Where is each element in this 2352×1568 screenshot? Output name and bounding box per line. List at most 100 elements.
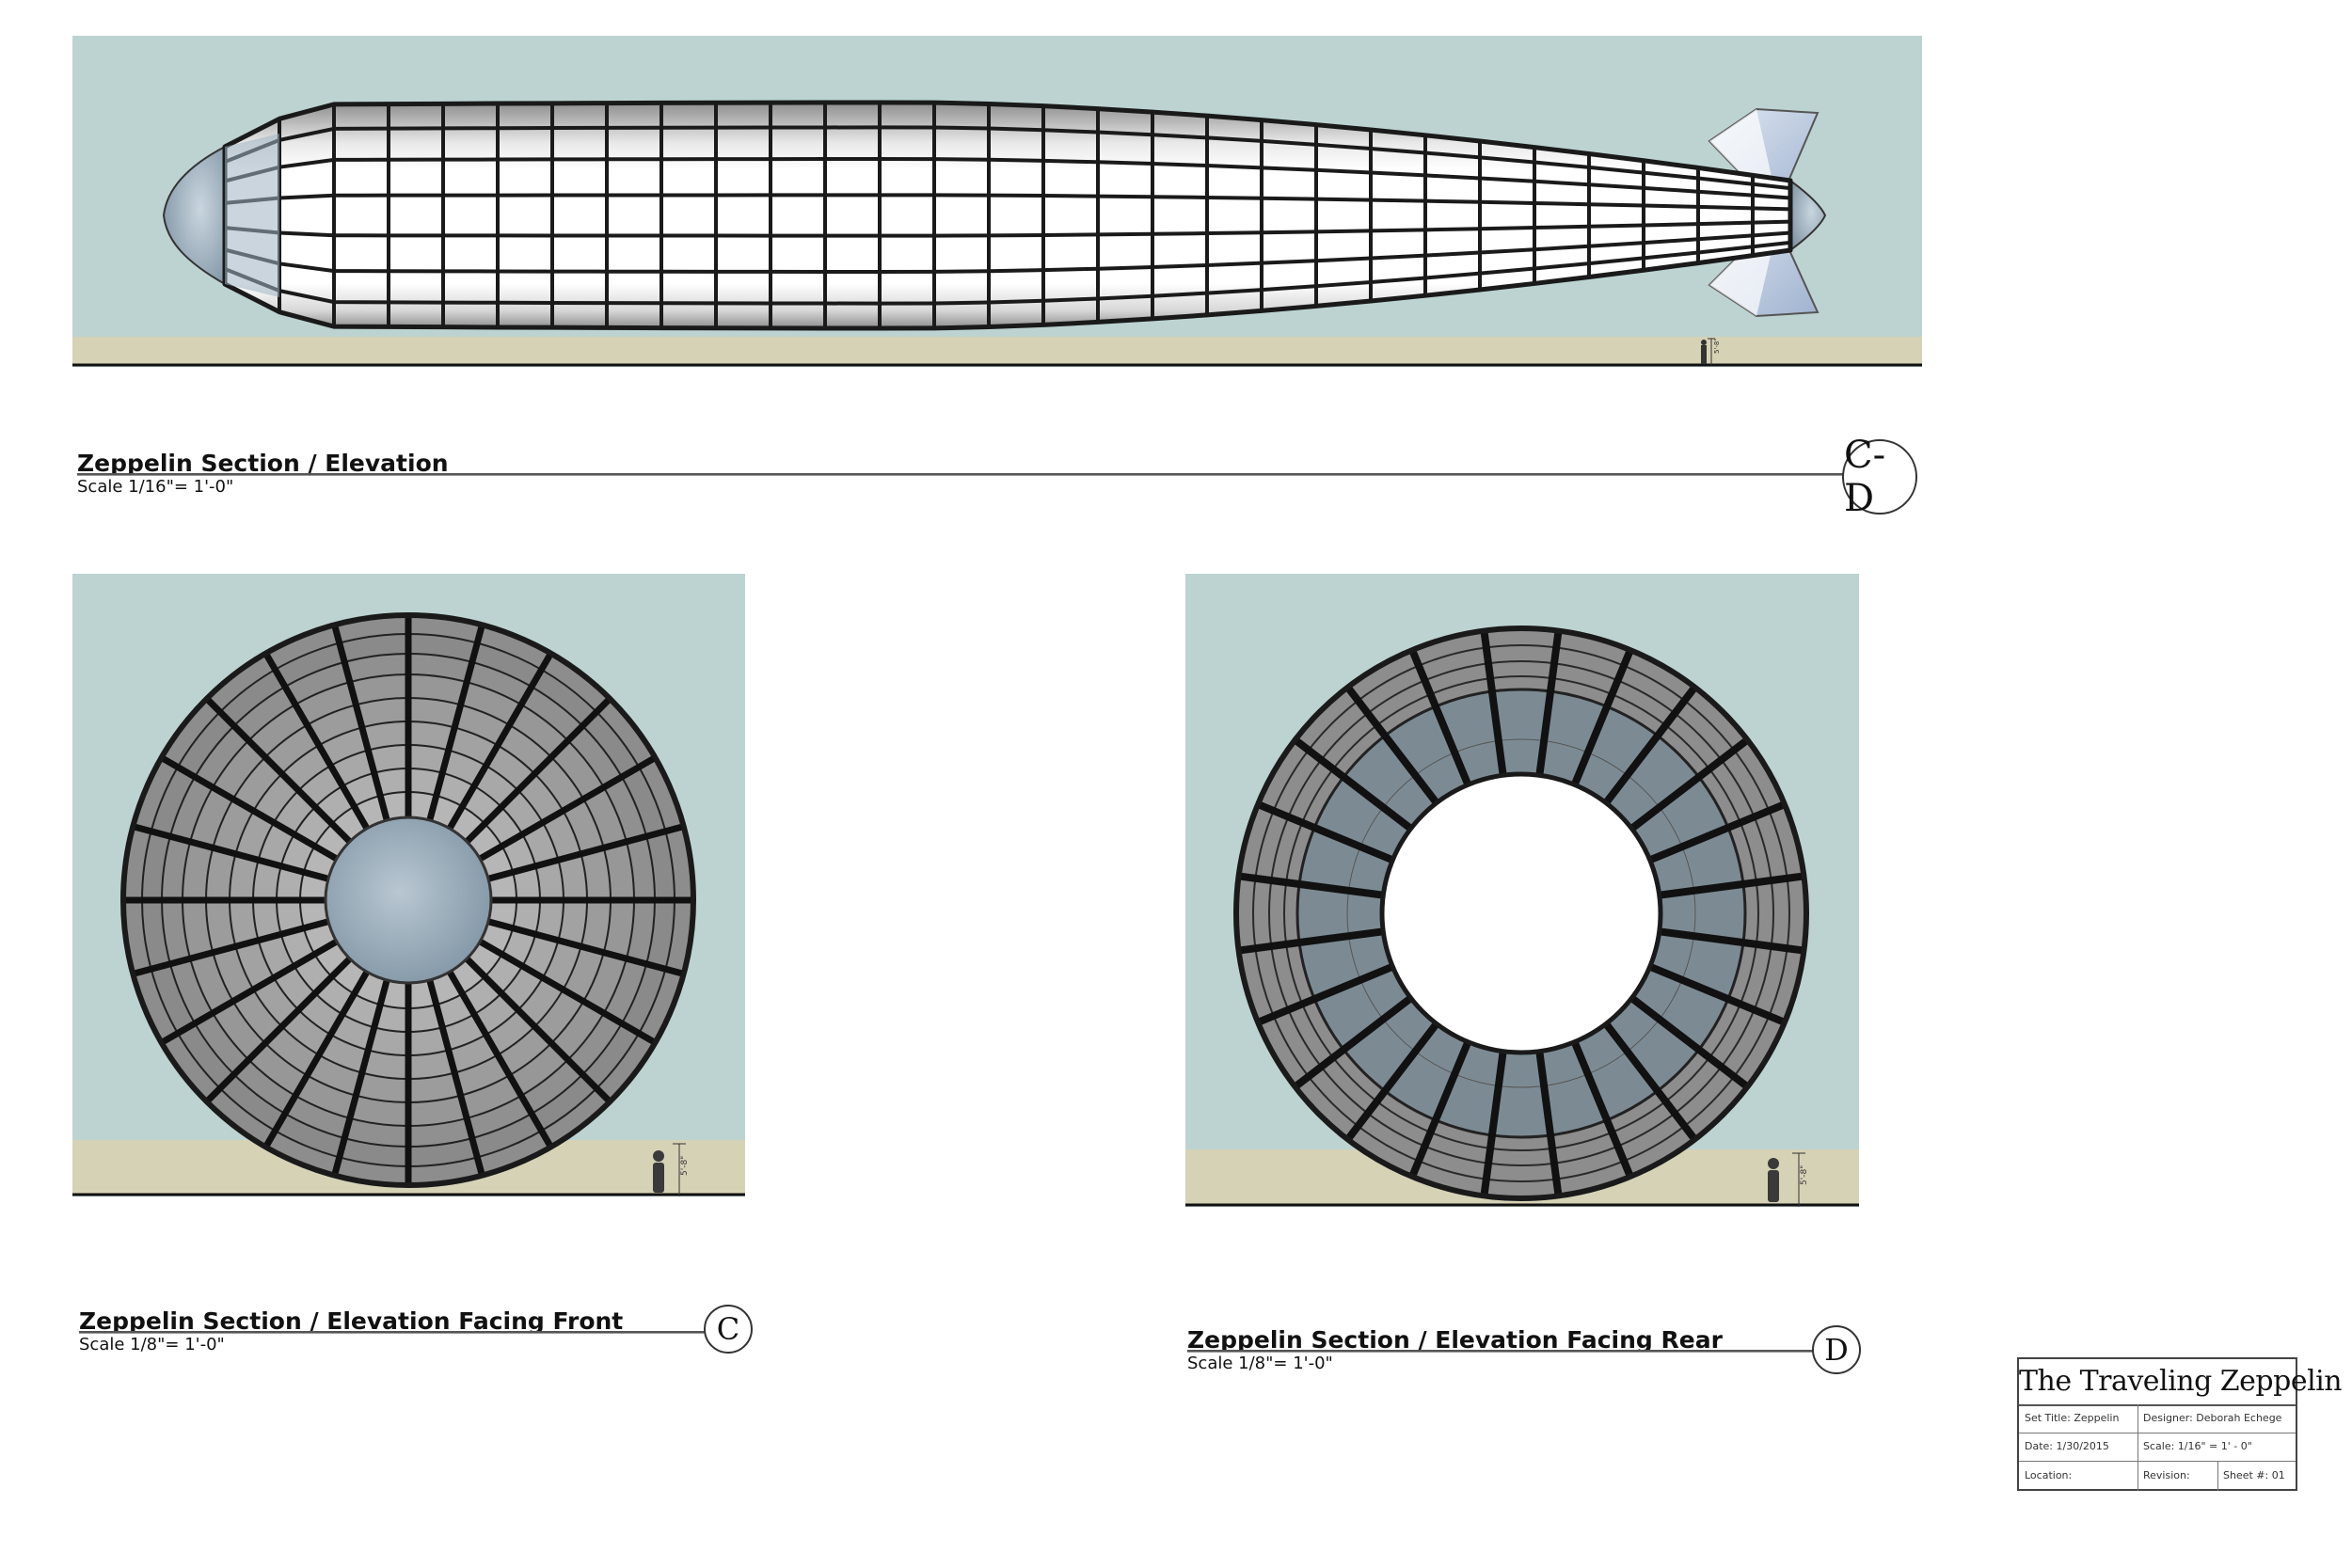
panel-ring <box>1283 675 1759 1151</box>
date-field: Date: 1/30/2015 <box>2025 1440 2109 1452</box>
outer-rim <box>1233 626 1809 1201</box>
radial-girder <box>1256 962 1394 1026</box>
nose-hub <box>324 816 493 985</box>
hull-frame <box>222 100 1793 331</box>
elevation-title-rule <box>77 473 1846 476</box>
front-title: Zeppelin Section / Elevation Facing Fron… <box>79 1307 624 1335</box>
stringer <box>224 125 1791 191</box>
tail-cone <box>1789 179 1827 252</box>
radial-girder <box>1535 1051 1563 1196</box>
rear-title-rule <box>1187 1350 1818 1353</box>
radial-girder <box>1659 872 1804 899</box>
radial-girder <box>1629 736 1750 832</box>
radial-girder <box>331 624 390 821</box>
nose-cone <box>162 145 226 286</box>
radial-girder <box>1238 927 1384 955</box>
elevation-title: Zeppelin Section / Elevation <box>77 450 449 477</box>
radial-girder <box>1344 685 1440 806</box>
rear-hull-section <box>1233 626 1809 1201</box>
front-view-drawing: 5'-8" <box>72 574 745 1196</box>
radial-girder <box>1238 872 1384 899</box>
ground-strip <box>72 337 1922 365</box>
stringer <box>224 230 1791 274</box>
scale-figure-label: 5'-8" <box>1800 1165 1809 1185</box>
radial-girder <box>487 823 685 882</box>
front-title-rule <box>79 1331 709 1334</box>
radial-girder <box>1648 800 1787 864</box>
rear-caption: Zeppelin Section / Elevation Facing Rear… <box>1187 1327 1723 1374</box>
stringer <box>224 240 1791 306</box>
stringer <box>224 157 1791 200</box>
radial-girder <box>1602 1021 1698 1142</box>
rear-scale: Scale 1/8"= 1'-0" <box>1187 1354 1333 1373</box>
person-scale-figure <box>1701 338 1715 365</box>
panel-ring <box>1252 644 1790 1182</box>
person-scale-figure <box>653 1143 686 1196</box>
title-block-divider <box>2137 1404 2138 1491</box>
radial-girder <box>159 938 339 1046</box>
radial-girder <box>331 979 390 1177</box>
scale-figure-label: 5'-8" <box>680 1156 690 1176</box>
nose-panel <box>225 134 279 297</box>
project-title: The Traveling Zeppelin <box>2019 1359 2343 1406</box>
radial-girder <box>478 754 658 863</box>
radial-girder <box>446 970 554 1149</box>
open-core <box>1379 771 1663 1055</box>
radial-girder <box>1480 630 1507 776</box>
title-block-divider <box>2217 1461 2218 1491</box>
radial-girder <box>1256 800 1394 864</box>
set-title-field: Set Title: Zeppelin <box>2025 1412 2120 1424</box>
title-block: The Traveling Zeppelin Set Title: Zeppel… <box>2017 1357 2343 1491</box>
view-tag-d: D <box>1812 1325 1861 1374</box>
location-field: Location: <box>2025 1469 2073 1481</box>
front-scale: Scale 1/8"= 1'-0" <box>79 1335 225 1354</box>
radial-girder <box>132 918 329 977</box>
radial-girder <box>262 651 371 831</box>
radial-girder <box>1602 685 1698 806</box>
elevation-scale: Scale 1/16"= 1'-0" <box>77 477 234 497</box>
radial-girder <box>1648 962 1787 1026</box>
revision-field: Revision: <box>2143 1469 2190 1481</box>
radial-girder <box>1344 1021 1440 1142</box>
radial-girder <box>204 696 353 845</box>
radial-girder <box>1629 994 1750 1090</box>
stringer <box>224 193 1791 212</box>
person-scale-figure <box>1768 1152 1805 1207</box>
rear-view-drawing: 5'-8" <box>1185 574 1859 1207</box>
radial-girder <box>1293 736 1414 832</box>
elevation-caption: Zeppelin Section / Elevation Scale 1/16"… <box>77 451 449 498</box>
rear-title: Zeppelin Section / Elevation Facing Rear <box>1187 1326 1723 1354</box>
radial-girder <box>426 624 485 821</box>
radial-girder <box>1570 648 1634 786</box>
radial-girder <box>464 696 612 845</box>
radial-girder <box>1570 1040 1634 1179</box>
radial-girder <box>159 754 339 863</box>
radial-girder <box>204 956 353 1104</box>
radial-girder <box>1480 1051 1507 1196</box>
scale-field: Scale: 1/16" = 1' - 0" <box>2143 1440 2252 1452</box>
front-hull-section <box>120 612 696 1188</box>
radial-girder <box>464 956 612 1104</box>
title-block-divider <box>2019 1461 2296 1462</box>
radial-girder <box>1659 927 1804 955</box>
radial-girder <box>426 979 485 1177</box>
outer-rim <box>120 612 696 1188</box>
front-caption: Zeppelin Section / Elevation Facing Fron… <box>79 1308 623 1355</box>
stringer <box>224 219 1791 238</box>
sheet-number-field: Sheet #: 01 <box>2223 1469 2285 1481</box>
panel-ring <box>1268 660 1774 1166</box>
radial-girder <box>132 823 329 882</box>
radial-girder <box>1535 630 1563 776</box>
designer-field: Designer: Deborah Echege <box>2143 1412 2282 1424</box>
radial-girder <box>1408 648 1472 786</box>
elevation-drawing: 5'-8" <box>72 36 1922 367</box>
view-tag-c: C <box>704 1305 753 1354</box>
radial-girder <box>446 651 554 831</box>
view-tag-cd: C-D <box>1842 434 1917 520</box>
scale-figure-label: 5'-8" <box>1713 338 1721 354</box>
radial-girder <box>1408 1040 1472 1179</box>
radial-girder <box>487 918 685 977</box>
radial-girder <box>262 970 371 1149</box>
radial-girder <box>1293 994 1414 1090</box>
radial-girder <box>478 938 658 1046</box>
